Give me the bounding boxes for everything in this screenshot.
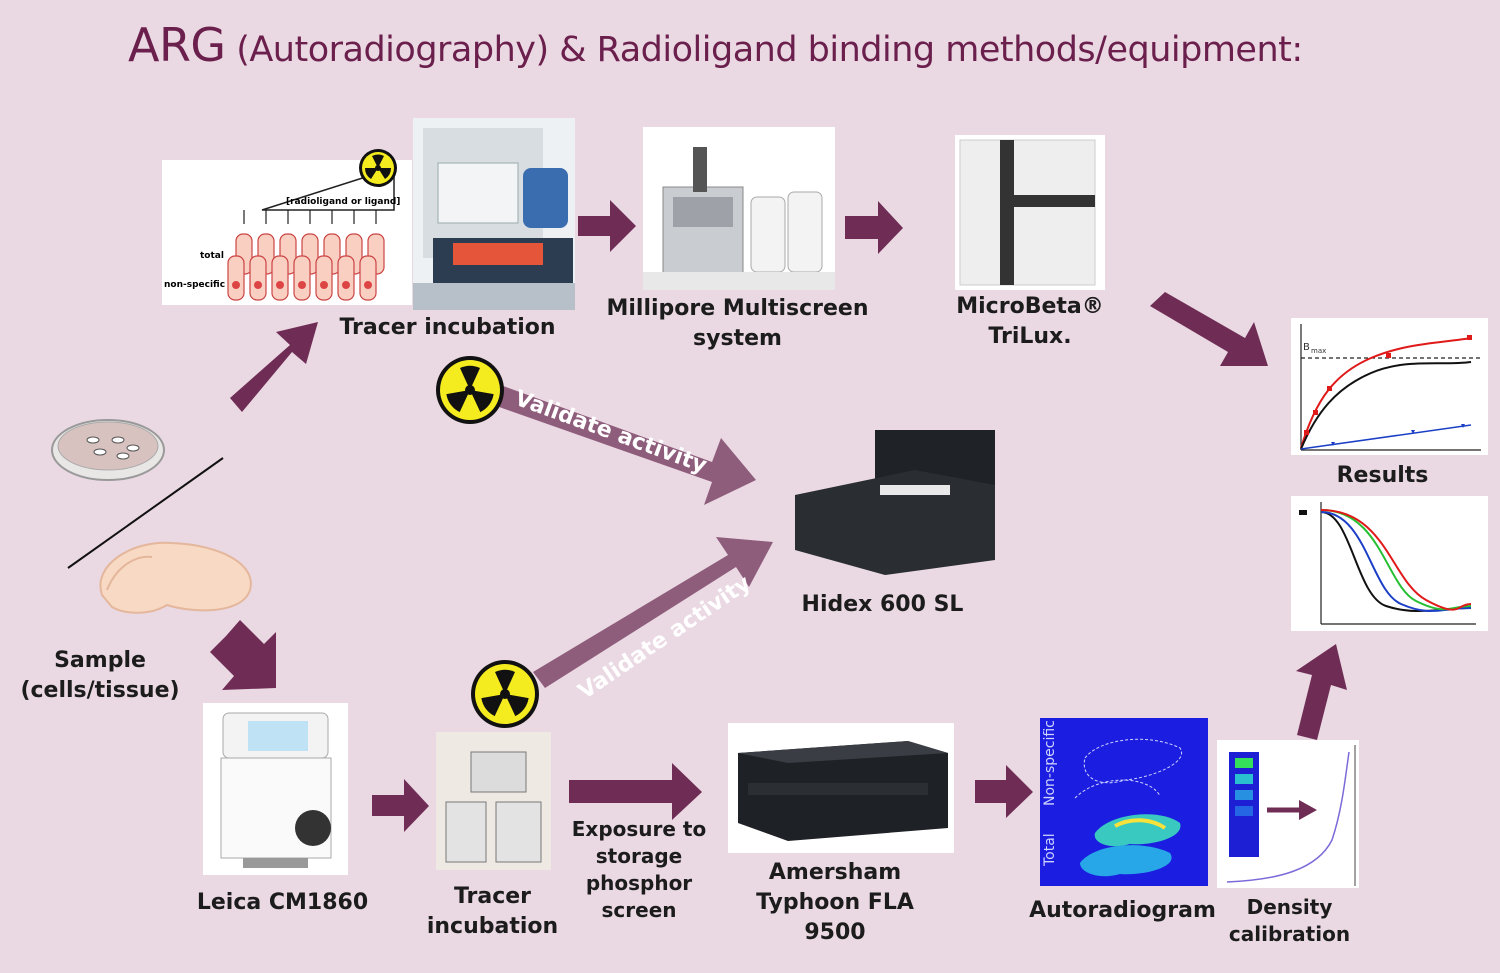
millipore-label-line1: Millipore Multiscreen bbox=[606, 296, 869, 321]
autoradiogram-label: Autoradiogram bbox=[1029, 898, 1216, 923]
row-total-label: total bbox=[200, 251, 224, 261]
arrow-amersham-to-autoradiogram bbox=[975, 765, 1033, 818]
scanner-icon bbox=[738, 741, 948, 841]
bmax-label: B bbox=[1303, 342, 1310, 353]
density-line2: calibration bbox=[1228, 922, 1351, 946]
microbeta-label: MicroBeta® TriLux. bbox=[945, 292, 1115, 352]
arrow-validate-top bbox=[485, 383, 756, 505]
page-title: ARG (Autoradiography) & Radioligand bind… bbox=[128, 18, 1303, 72]
sample-label-line1: Sample bbox=[54, 648, 146, 673]
cryostat-icon bbox=[220, 712, 332, 868]
exposure-label: Exposure to storage phosphor screen bbox=[565, 816, 713, 924]
autoradiogram-image: Non-specific Total bbox=[1040, 718, 1208, 886]
microbeta-label-line2: TriLux. bbox=[988, 324, 1072, 349]
radiation-icon bbox=[359, 149, 397, 187]
binding-header: [radioligand or ligand] bbox=[286, 197, 400, 207]
radiation-icon bbox=[471, 660, 539, 728]
hidex-label: Hidex 600 SL bbox=[801, 592, 964, 617]
arrow-tracer-to-amersham bbox=[569, 763, 702, 820]
results-saturation-chart: B max bbox=[1291, 318, 1488, 455]
arrow-sample-to-tracer-top bbox=[230, 322, 318, 412]
leica-label: Leica CM1860 bbox=[196, 890, 369, 915]
exposure-line4: screen bbox=[601, 898, 677, 922]
tracer-bottom-line1: Tracer bbox=[453, 884, 532, 909]
tracer-incubation-photo bbox=[413, 118, 575, 310]
amersham-scanner-photo bbox=[728, 723, 954, 853]
exposure-line2: storage bbox=[595, 844, 683, 868]
exposure-line1: Exposure to bbox=[571, 817, 707, 841]
tracer-bottom-line2: incubation bbox=[426, 914, 559, 939]
density-calibration-chart bbox=[1217, 740, 1359, 888]
arrow-millipore-to-microbeta bbox=[845, 201, 903, 254]
amersham-line2: Typhoon FLA bbox=[756, 890, 914, 915]
bmax-subscript: max bbox=[1311, 347, 1326, 355]
results-label: Results bbox=[1336, 463, 1429, 488]
sample-label-line2: (cells/tissue) bbox=[20, 678, 180, 703]
millipore-photo bbox=[643, 127, 835, 290]
title-prefix: ARG bbox=[128, 18, 226, 72]
amersham-line3: 9500 bbox=[804, 920, 866, 945]
arrow-tracer-to-millipore bbox=[578, 200, 636, 252]
tracer-top-label: Tracer incubation bbox=[339, 315, 556, 340]
row-nonspecific-label: non-specific bbox=[164, 280, 225, 290]
sample-label: Sample (cells/tissue) bbox=[15, 646, 185, 706]
title-rest: (Autoradiography) & Radioligand binding … bbox=[225, 30, 1303, 70]
sample-divider bbox=[67, 457, 224, 569]
leica-cryostat-photo bbox=[203, 703, 348, 875]
amersham-label: Amersham Typhoon FLA 9500 bbox=[740, 858, 930, 948]
binding-assay-figure: [radioligand or ligand] total non-specif… bbox=[162, 160, 412, 305]
hidex-photo bbox=[795, 430, 1000, 575]
arrow-sample-to-leica bbox=[210, 620, 276, 690]
density-label: Density calibration bbox=[1222, 894, 1357, 948]
arrow-microbeta-to-results bbox=[1150, 292, 1268, 366]
radiation-icon bbox=[436, 356, 504, 424]
results-competition-chart bbox=[1291, 496, 1488, 631]
density-line1: Density bbox=[1246, 895, 1333, 919]
arrow-validate-bottom bbox=[533, 537, 773, 688]
microbeta-label-line1: MicroBeta® bbox=[956, 294, 1104, 319]
amersham-line1: Amersham bbox=[768, 860, 902, 885]
binding-assay-illustration: [radioligand or ligand] total non-specif… bbox=[164, 166, 400, 301]
tracer-bottom-label: Tracer incubation bbox=[420, 882, 565, 942]
petri-dish-icon bbox=[51, 419, 165, 481]
arrow-leica-to-tracer bbox=[372, 779, 429, 832]
exposure-line3: phosphor bbox=[585, 871, 693, 895]
tracer-incubation-trays-photo bbox=[436, 732, 551, 870]
brain-icon bbox=[99, 541, 252, 614]
millipore-label-line2: system bbox=[693, 326, 782, 351]
millipore-label: Millipore Multiscreen system bbox=[605, 294, 870, 354]
microbeta-photo bbox=[955, 135, 1105, 290]
arrow-density-to-results bbox=[1296, 644, 1347, 740]
